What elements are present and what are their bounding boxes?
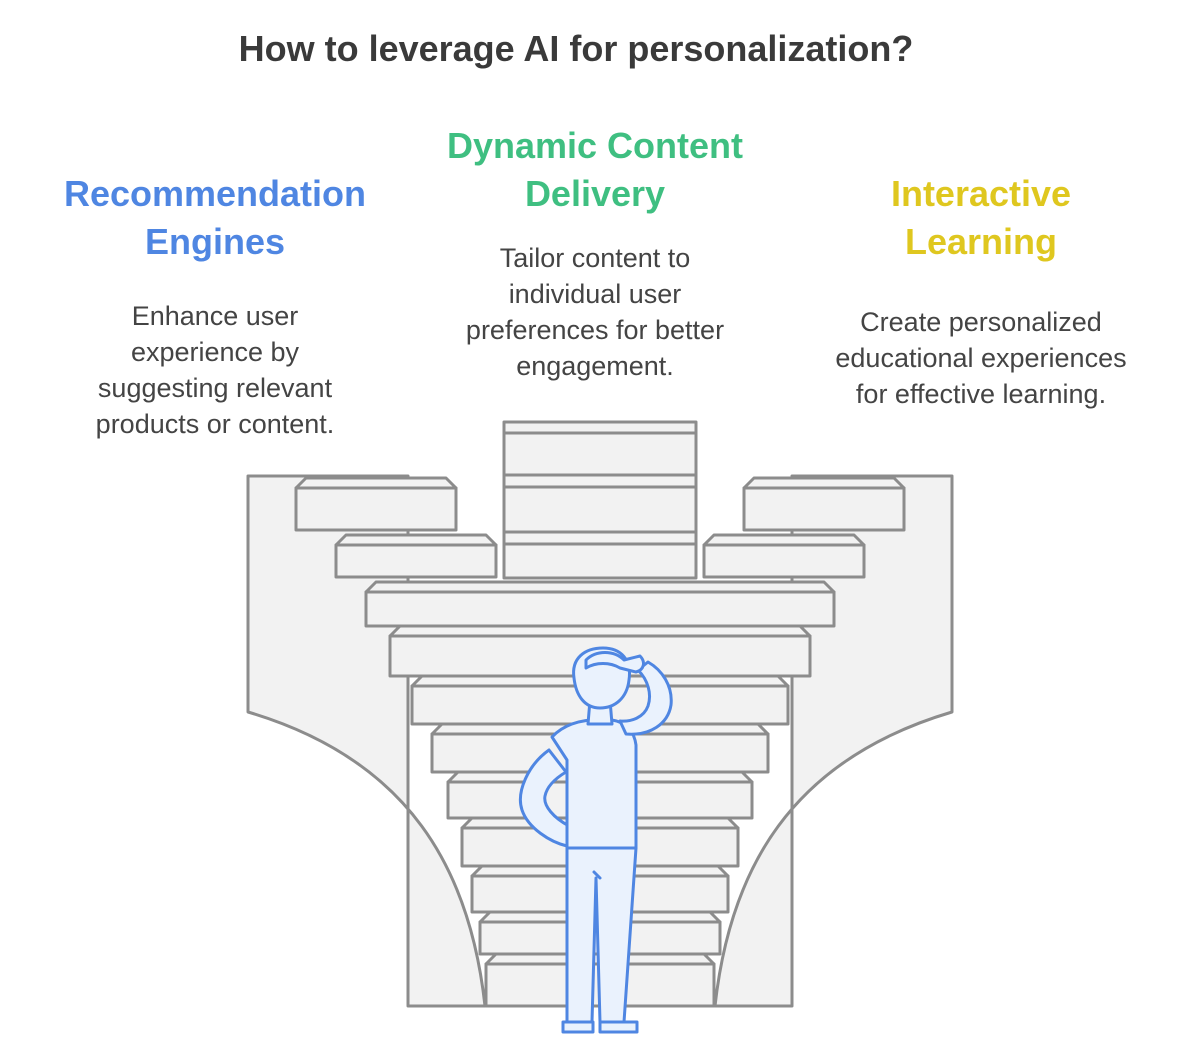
left-wall	[246, 474, 487, 1008]
dynamic-content-delivery-heading: Dynamic Content Delivery	[420, 122, 770, 218]
center-tower	[502, 420, 698, 580]
heading-line: Learning	[904, 221, 1057, 262]
thinking-person-icon	[519, 646, 673, 1034]
description-line: Enhance user	[131, 301, 299, 331]
recommendation-engines-description: Enhance user experience by suggesting re…	[40, 298, 390, 442]
heading-line: Interactive	[890, 173, 1072, 214]
recommendation-engines-block: Recommendation Engines Enhance user expe…	[40, 170, 390, 442]
left-upper-step	[294, 476, 458, 532]
heading-line: Delivery	[524, 173, 666, 214]
heading-line: Engines	[144, 221, 286, 262]
description-line: individual user	[508, 279, 682, 309]
description-line: suggesting relevant	[97, 373, 333, 403]
description-line: for effective learning.	[855, 379, 1107, 409]
description-line: Create personalized	[860, 307, 1102, 337]
interactive-learning-description: Create personalized educational experien…	[800, 304, 1162, 412]
left-lower-step	[334, 533, 498, 579]
description-line: engagement.	[516, 351, 674, 381]
description-line: products or content.	[95, 409, 335, 439]
right-upper-step	[742, 476, 906, 532]
right-lower-step	[702, 533, 866, 579]
recommendation-engines-heading: Recommendation Engines	[40, 170, 390, 266]
interactive-learning-block: Interactive Learning Create personalized…	[800, 170, 1162, 412]
dynamic-content-delivery-description: Tailor content to individual user prefer…	[420, 240, 770, 384]
page-title: How to leverage AI for personalization?	[238, 28, 914, 69]
description-line: educational experiences	[835, 343, 1127, 373]
interactive-learning-heading: Interactive Learning	[800, 170, 1162, 266]
description-line: Tailor content to	[499, 243, 691, 273]
dynamic-content-delivery-block: Dynamic Content Delivery Tailor content …	[420, 122, 770, 384]
heading-line: Recommendation	[63, 173, 367, 214]
central-step	[364, 580, 836, 628]
heading-line: Dynamic Content	[446, 125, 744, 166]
description-line: preferences for better	[465, 315, 725, 345]
description-line: experience by	[130, 337, 300, 367]
right-wall	[713, 474, 954, 1008]
